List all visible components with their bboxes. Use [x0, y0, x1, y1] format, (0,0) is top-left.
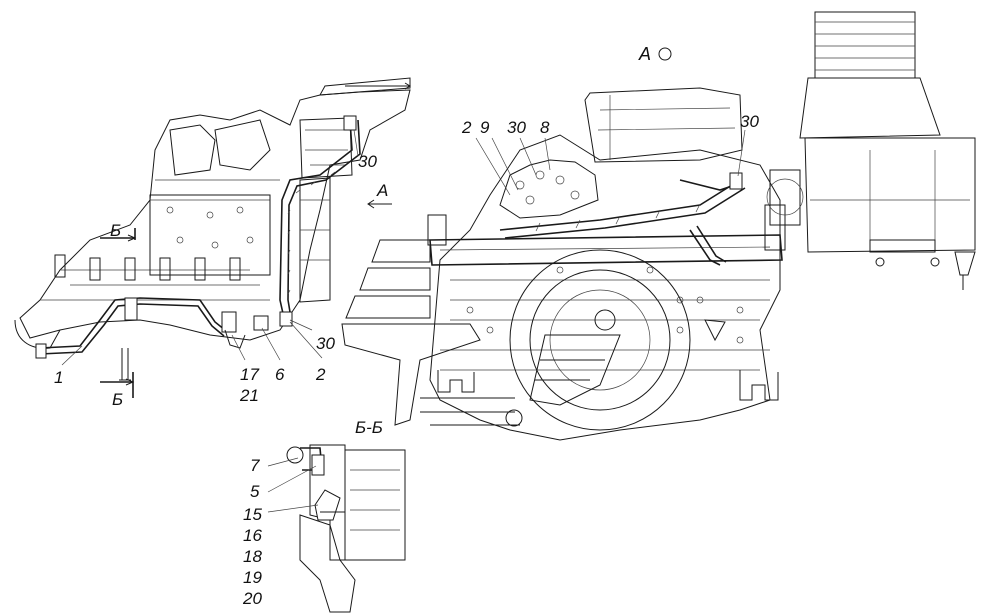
callout-30-right: 30 — [740, 112, 759, 131]
callout-8: 8 — [540, 118, 550, 137]
callout-2-center: 2 — [461, 118, 472, 137]
callout-15: 15 — [243, 505, 262, 524]
right-cab-view — [766, 11, 976, 290]
callout-17: 17 — [240, 365, 259, 384]
callout-5: 5 — [250, 482, 260, 501]
section-b-label-bottom: Б — [112, 390, 123, 409]
callout-7: 7 — [250, 456, 260, 475]
callout-19: 19 — [243, 568, 262, 587]
callout-21: 21 — [239, 386, 259, 405]
left-engine-view — [14, 77, 411, 398]
callout-30-center: 30 — [507, 118, 526, 137]
callout-30-left-upper: 30 — [358, 152, 377, 171]
callout-16: 16 — [243, 526, 262, 545]
section-b-b-view — [267, 444, 406, 613]
callout-9: 9 — [480, 118, 490, 137]
section-title-b-b: Б-Б — [355, 418, 383, 437]
callout-18: 18 — [243, 547, 262, 566]
callout-1: 1 — [54, 368, 63, 387]
callout-2-left: 2 — [315, 365, 326, 384]
view-a-label: А — [638, 44, 651, 64]
center-chassis-view — [341, 47, 786, 441]
arrow-a-label: А — [376, 181, 388, 200]
callout-labels: 1 17 21 6 2 30 30 2 9 30 8 30 А А Б Б Б-… — [54, 44, 759, 608]
callout-6: 6 — [275, 365, 285, 384]
section-b-label-top: Б — [110, 221, 121, 240]
callout-20: 20 — [242, 589, 262, 608]
callout-30-left-lower: 30 — [316, 334, 335, 353]
view-arrow-a — [367, 199, 392, 209]
